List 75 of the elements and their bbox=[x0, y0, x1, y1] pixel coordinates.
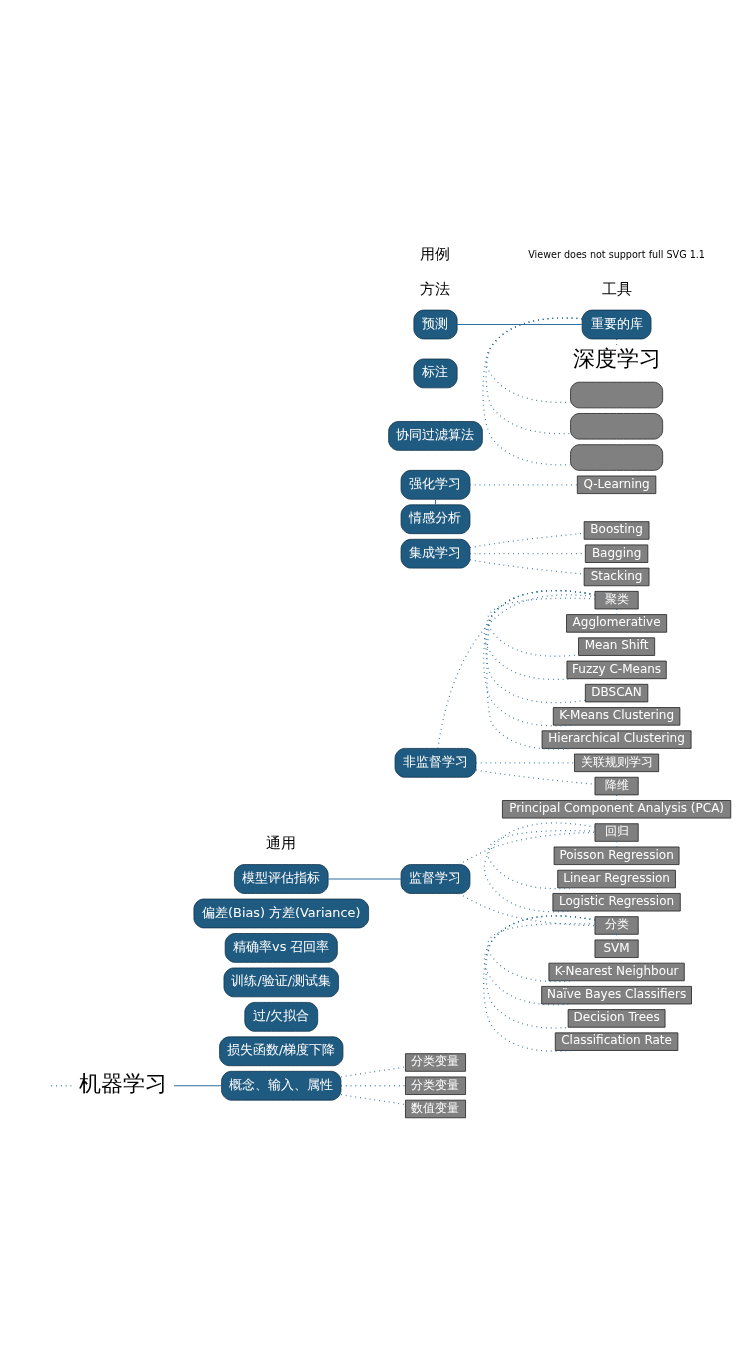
node-box: 降维 bbox=[594, 776, 639, 796]
connector bbox=[437, 594, 596, 749]
connector bbox=[485, 915, 596, 1029]
node-box: 标注 bbox=[413, 358, 458, 389]
connector bbox=[483, 915, 596, 1006]
connector bbox=[483, 915, 596, 1052]
node-box: 过/欠拟合 bbox=[244, 1002, 319, 1032]
connector bbox=[173, 1085, 223, 1087]
label: 工具 bbox=[601, 279, 632, 297]
node-box: 非监督学习 bbox=[394, 748, 477, 778]
node-box: Stacking bbox=[583, 567, 650, 587]
node-box: Bagging bbox=[584, 544, 649, 563]
node-box: Naïve Bayes Classifiers bbox=[541, 986, 692, 1005]
node-box: Logistic Regression bbox=[552, 893, 681, 912]
node-box: SVM bbox=[594, 939, 639, 958]
node-box: 精确率vs 召回率 bbox=[224, 933, 338, 963]
node-box: 损失函数/梯度下降 bbox=[219, 1036, 344, 1067]
node-box: Decision Trees bbox=[567, 1009, 666, 1028]
node-box: Poisson Regression bbox=[553, 846, 680, 865]
connector bbox=[475, 762, 576, 764]
node-box: Agglomerative bbox=[566, 614, 668, 633]
connector bbox=[482, 317, 583, 466]
node-box: 训练/验证/测试集 bbox=[223, 967, 339, 998]
connector bbox=[485, 317, 583, 435]
node-box: K-Nearest Neighbour bbox=[548, 962, 685, 982]
connector bbox=[327, 878, 402, 880]
label: Viewer does not support full SVG 1.1 bbox=[528, 249, 705, 261]
connector bbox=[50, 1085, 72, 1087]
node-box: 集成学习 bbox=[400, 538, 471, 569]
connector bbox=[487, 922, 596, 983]
node-box: 强化学习 bbox=[400, 469, 471, 500]
node-box: Linear Regression bbox=[557, 869, 676, 889]
node-box: Hierarchical Clustering bbox=[541, 730, 692, 749]
node-box: 情感分析 bbox=[400, 504, 471, 535]
node-box: Principal Component Analysis (PCA) bbox=[502, 800, 732, 819]
node-box: 重要的库 bbox=[581, 309, 652, 340]
connector bbox=[483, 590, 596, 727]
node-box: 聚类 bbox=[594, 590, 639, 610]
node-box bbox=[570, 381, 664, 409]
connector bbox=[487, 597, 596, 657]
node-box: Fuzzy C-Means bbox=[566, 660, 667, 680]
node-box bbox=[570, 444, 664, 471]
node-box: 关联规则学习 bbox=[574, 753, 660, 773]
node-box: K-Means Clustering bbox=[552, 707, 681, 726]
label: 用例 bbox=[420, 245, 451, 263]
node-box: 回归 bbox=[594, 823, 639, 842]
node-text: 机器学习 bbox=[78, 1070, 167, 1097]
node-box: 监督学习 bbox=[400, 864, 471, 894]
connector bbox=[458, 892, 596, 927]
node-box: 分类变量 bbox=[405, 1076, 466, 1095]
node-box: 预测 bbox=[413, 309, 458, 340]
node-text: 深度学习 bbox=[572, 345, 661, 372]
connector bbox=[456, 324, 583, 326]
node-box: DBSCAN bbox=[584, 683, 649, 703]
connector bbox=[487, 829, 596, 890]
node-box: 分类 bbox=[594, 916, 639, 935]
node-box: 概念、输入、属性 bbox=[221, 1070, 342, 1101]
node-box: Classification Rate bbox=[554, 1032, 679, 1051]
label: 方法 bbox=[420, 279, 451, 297]
node-box: Boosting bbox=[583, 521, 650, 540]
label: 通用 bbox=[266, 834, 297, 852]
node-box: 模型评估指标 bbox=[234, 864, 329, 894]
node-box: 分类变量 bbox=[405, 1053, 466, 1072]
connector bbox=[483, 590, 596, 681]
connector bbox=[485, 590, 596, 704]
node-box bbox=[570, 413, 664, 440]
node-box: 数值变量 bbox=[405, 1099, 466, 1119]
connector bbox=[458, 831, 596, 866]
node-box: Mean Shift bbox=[578, 637, 656, 656]
node-box: 偏差(Bias) 方差(Variance) bbox=[193, 898, 369, 929]
node-box: Q-Learning bbox=[576, 475, 657, 494]
connector bbox=[485, 317, 583, 404]
node-box: 协同过滤算法 bbox=[388, 421, 483, 451]
connector bbox=[434, 498, 437, 506]
connector bbox=[483, 822, 596, 913]
